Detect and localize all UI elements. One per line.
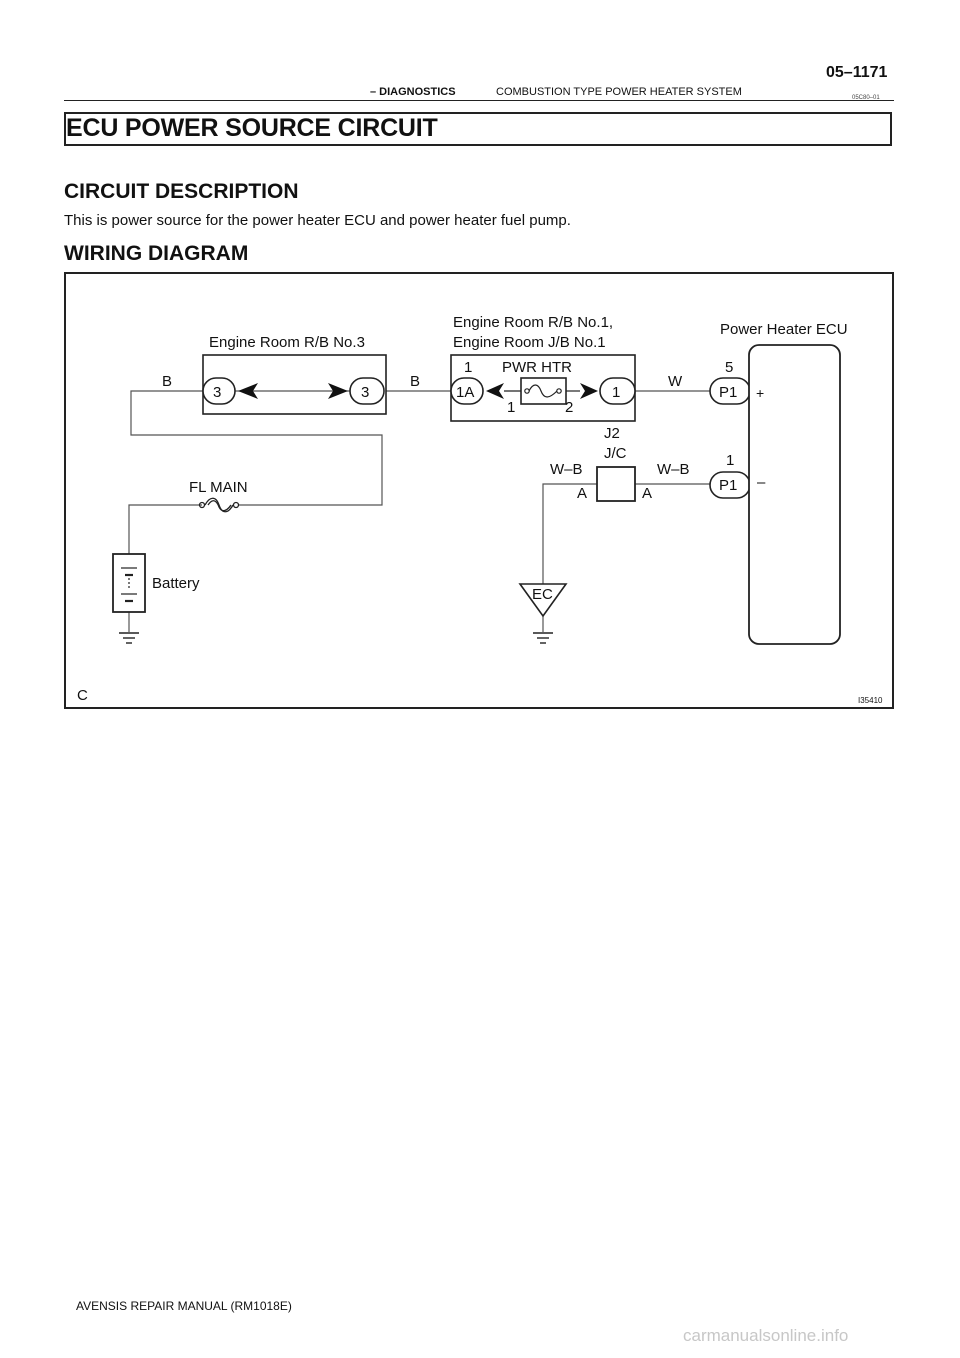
- wire-color-w: W: [668, 373, 683, 390]
- watermark: carmanualsonline.info: [683, 1326, 849, 1345]
- wire-color-b-left: B: [162, 373, 172, 390]
- header-section-title: COMBUSTION TYPE POWER HEATER SYSTEM: [496, 86, 742, 98]
- fuse-name-label: PWR HTR: [502, 359, 572, 376]
- page-title: ECU POWER SOURCE CIRCUIT: [66, 114, 438, 142]
- ecu-minus-label: –: [757, 474, 766, 491]
- wire-color-wb-right: W–B: [657, 461, 690, 478]
- junction-connector-j2: [596, 466, 636, 502]
- pin-1-right: [599, 377, 636, 405]
- jc-id-label: J2: [604, 425, 620, 442]
- ecu-label: Power Heater ECU: [720, 321, 848, 338]
- fl-main-fuse: [198, 497, 240, 513]
- pin-3-right: [349, 377, 385, 405]
- ecu-conn-top-label: P1: [719, 384, 737, 401]
- wire-color-b-mid: B: [410, 373, 420, 390]
- page-number: 05–1171: [826, 64, 888, 81]
- rb3-box: [202, 354, 387, 415]
- pin-3-left-label: 3: [213, 384, 221, 401]
- header-section: – DIAGNOSTICS: [370, 86, 456, 98]
- doc-code: 05C80–01: [852, 95, 880, 101]
- connector-arrows: [238, 383, 598, 399]
- jc-a-left-label: A: [577, 485, 587, 502]
- wiring-diagram-heading: WIRING DIAGRAM: [64, 242, 249, 265]
- pin-3-right-label: 3: [361, 384, 369, 401]
- pin-1-top-label: 1: [464, 359, 472, 376]
- ecu-pin-5-label: 5: [725, 359, 733, 376]
- figure-id: I35410: [858, 696, 883, 705]
- corner-c-label: C: [77, 687, 88, 704]
- ecu-plus-label: +: [756, 385, 764, 401]
- ground-ec-triangle: [518, 583, 568, 618]
- power-heater-ecu: [748, 344, 841, 645]
- rb1-label-1: Engine Room R/B No.1,: [453, 314, 613, 331]
- pin-1a: [450, 377, 484, 405]
- ecu-conn-bottom-label: P1: [719, 477, 737, 494]
- circuit-description-heading: CIRCUIT DESCRIPTION: [64, 180, 299, 203]
- ecu-pin-1-label: 1: [726, 452, 734, 469]
- title-box: [64, 112, 892, 146]
- ground-symbols: [119, 632, 553, 644]
- fl-main-label: FL MAIN: [189, 479, 248, 496]
- pwr-htr-fuse: [520, 377, 567, 405]
- ground-ec-label: EC: [532, 586, 553, 603]
- fuse-pin-1-label: 1: [507, 399, 515, 416]
- rb1-label-2: Engine Room J/B No.1: [453, 334, 606, 351]
- fuse-pin-2-label: 2: [565, 399, 573, 416]
- jc-a-right-label: A: [642, 485, 652, 502]
- pin-1a-label: 1A: [456, 384, 474, 401]
- pin-3-left: [202, 377, 236, 405]
- diagram-frame: [64, 272, 894, 709]
- header-rule: [64, 100, 894, 101]
- jc-name-label: J/C: [604, 445, 627, 462]
- wire-color-wb-left: W–B: [550, 461, 583, 478]
- footer-manual: AVENSIS REPAIR MANUAL (RM1018E): [76, 1299, 292, 1313]
- wires: [128, 390, 710, 632]
- pin-1-right-label: 1: [612, 384, 620, 401]
- wiring-diagram: Engine Room R/B No.3 Engine Room R/B No.…: [64, 272, 894, 709]
- rb3-label: Engine Room R/B No.3: [209, 334, 365, 351]
- circuit-description-text: This is power source for the power heate…: [64, 212, 571, 229]
- battery-label: Battery: [152, 575, 200, 592]
